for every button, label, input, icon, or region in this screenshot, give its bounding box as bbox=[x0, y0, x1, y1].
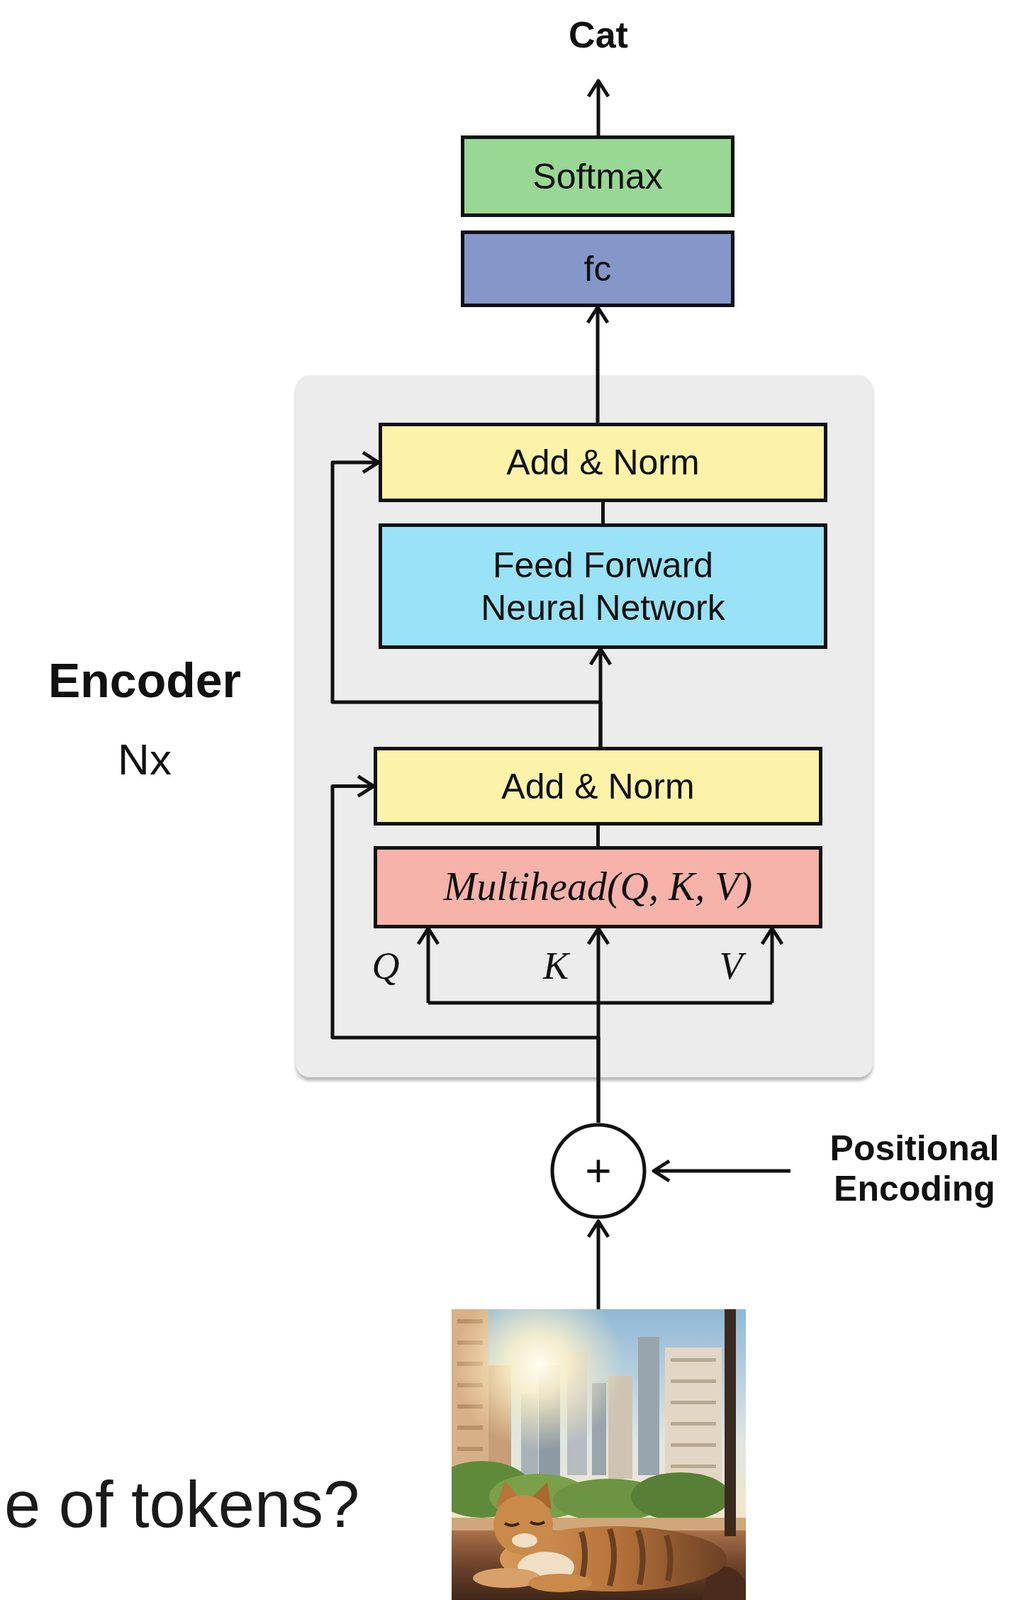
attention-box: Multihead(Q, K, V) bbox=[373, 845, 823, 929]
feed-forward-box: Feed Forward Neural Network bbox=[378, 523, 828, 649]
box-label: Add & Norm bbox=[501, 764, 695, 808]
input-name: V bbox=[719, 943, 743, 988]
panel-heading: Encoder bbox=[48, 652, 242, 708]
box-label: Softmax bbox=[532, 155, 663, 198]
circle-outline bbox=[552, 1124, 645, 1217]
input-arrow bbox=[588, 1220, 609, 1309]
input-name: Q bbox=[372, 943, 400, 988]
fc-box: fc bbox=[460, 230, 735, 307]
operator-symbol: + bbox=[584, 1147, 612, 1194]
output-arrow bbox=[588, 80, 609, 136]
softmax-box: Softmax bbox=[460, 135, 735, 217]
connector-arrow bbox=[596, 825, 600, 846]
side-label: Positional Encoding bbox=[815, 1127, 1014, 1210]
input-name: K bbox=[543, 943, 569, 988]
positional-arrow bbox=[653, 1160, 791, 1181]
add-norm-box: Add & Norm bbox=[373, 746, 823, 826]
connector-arrow bbox=[601, 501, 605, 524]
cat-photo bbox=[451, 1308, 746, 1600]
box-label: Add & Norm bbox=[506, 440, 700, 484]
box-label: Multihead(Q, K, V) bbox=[443, 862, 753, 911]
output-label: Cat bbox=[568, 14, 629, 57]
sum-circle: + bbox=[550, 1122, 647, 1219]
repeat-count: Nx bbox=[117, 733, 172, 785]
box-label: Feed Forward Neural Network bbox=[454, 543, 753, 629]
slide-text: e of tokens? bbox=[4, 1466, 360, 1542]
add-norm-box: Add & Norm bbox=[378, 422, 828, 502]
box-label: fc bbox=[584, 247, 612, 290]
